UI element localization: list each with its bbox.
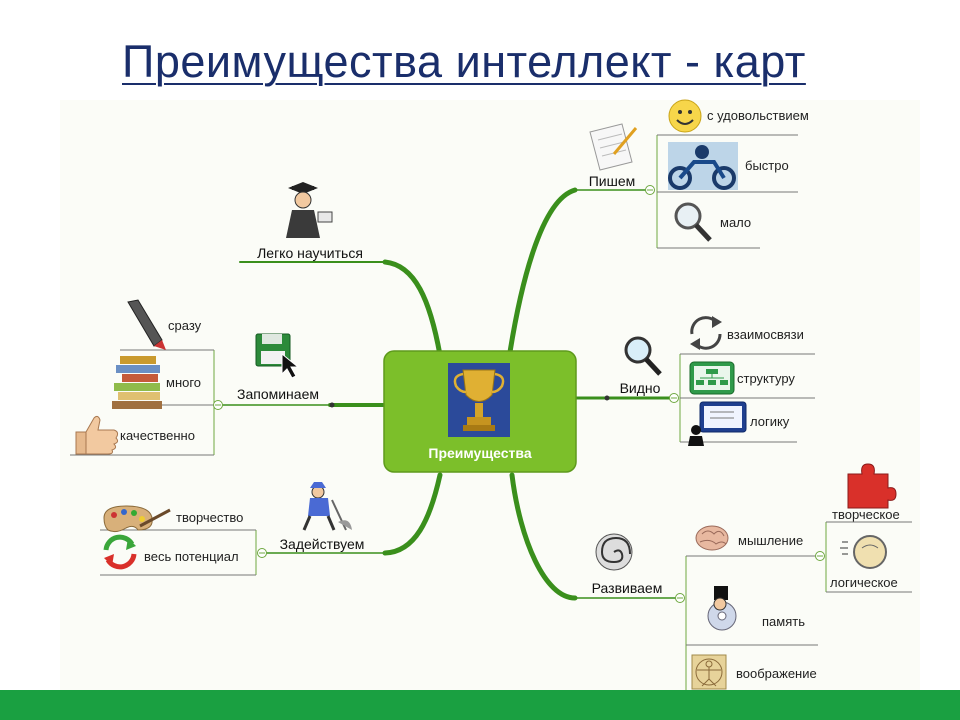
head-icon (840, 535, 887, 569)
branch-label-see: Видно (620, 380, 661, 396)
cd-icon (707, 586, 737, 631)
magnifier-icon (674, 202, 712, 242)
write-item-2: мало (720, 215, 751, 230)
worker-icon (302, 482, 352, 531)
motorcycle-icon (668, 142, 738, 190)
bottom-bar (0, 690, 960, 720)
see-item-0: взаимосвязи (727, 327, 804, 342)
remember-item-0: сразу (168, 318, 202, 333)
floppy-disk-icon (255, 333, 300, 379)
branch-engage (382, 472, 443, 556)
slide-title: Преимущества интеллект - карт (122, 36, 806, 87)
presentation-icon (688, 401, 747, 446)
thumbs-up-icon (75, 415, 119, 455)
branch-label-engage: Задействуем (280, 536, 365, 552)
branch-learn (382, 259, 443, 358)
write-item-0: с удовольствием (707, 108, 809, 123)
recycle-icon (103, 534, 137, 570)
develop-item-1: память (762, 614, 805, 629)
remember-item-2: качественно (120, 428, 195, 443)
thinking-item-0: творческое (832, 507, 900, 522)
graduate-icon (286, 182, 333, 238)
pen-icon (127, 299, 166, 350)
smiley-icon (668, 99, 702, 133)
see-item-1: структуру (737, 371, 795, 386)
books-icon (112, 356, 162, 409)
org-chart-icon (689, 361, 735, 395)
engage-item-0: творчество (176, 510, 243, 525)
branch-develop (509, 472, 578, 601)
develop-item-2: воображение (736, 666, 817, 681)
brain-icon (695, 525, 729, 551)
write-item-1: быстро (745, 158, 789, 173)
branch-label-learn: Легко научиться (257, 245, 363, 261)
develop-item-0: мышление (738, 533, 803, 548)
center-node[interactable]: Преимущества (383, 350, 577, 473)
notepad-icon (589, 123, 638, 171)
thinking-item-1: логическое (830, 575, 898, 590)
see-item-2: логику (750, 414, 790, 429)
vitruvian-icon (691, 654, 727, 690)
spiral-icon (595, 533, 633, 571)
palette-icon (103, 505, 171, 533)
branch-label-remember: Запоминаем (237, 386, 319, 402)
center-label: Преимущества (428, 445, 531, 461)
remember-item-1: много (166, 375, 201, 390)
engage-item-1: весь потенциал (144, 549, 239, 564)
branch-label-develop: Развиваем (592, 580, 663, 596)
magnifier-icon (624, 336, 662, 376)
branch-write (507, 187, 578, 355)
arrows-icon (690, 316, 722, 350)
branch-label-write: Пишем (589, 173, 636, 189)
puzzle-icon (847, 463, 897, 509)
trophy-icon (453, 369, 505, 431)
